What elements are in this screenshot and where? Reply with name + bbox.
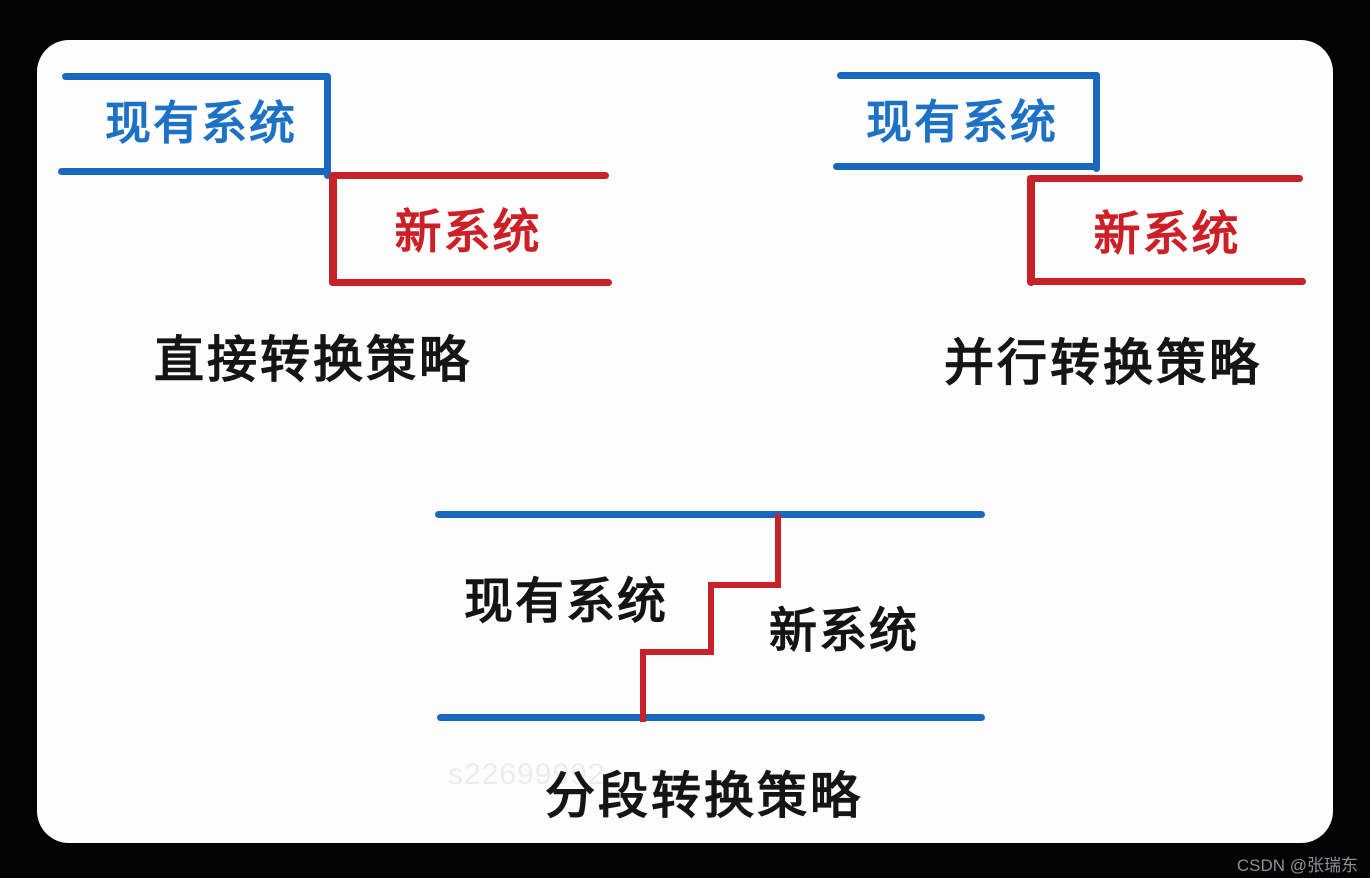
parallel-new-label: 新系统: [1093, 207, 1241, 260]
csdn-watermark: CSDN @张瑞东: [1236, 856, 1358, 875]
parallel-new-left-line: [1027, 176, 1035, 286]
direct-existing-label: 现有系统: [105, 97, 297, 149]
phased-bottom-timeline: [437, 714, 985, 721]
parallel-new-top-line: [1027, 175, 1303, 182]
direct-new-left-line: [329, 174, 337, 286]
parallel-existing-right-line: [1093, 72, 1100, 172]
direct-existing-bottom-line: [58, 168, 330, 175]
parallel-new-bottom-line: [1027, 278, 1306, 285]
parallel-existing-label: 现有系统: [866, 96, 1058, 148]
direct-existing-top-line: [62, 73, 330, 80]
phased-title: 分段转换策略: [545, 768, 863, 824]
faint-watermark: s22699992: [448, 758, 606, 791]
phased-top-timeline: [435, 511, 985, 518]
phased-staircase-line: [640, 514, 781, 722]
direct-new-bottom-line: [329, 279, 612, 286]
parallel-title: 并行转换策略: [944, 335, 1262, 391]
phased-new-label: 新系统: [768, 605, 919, 658]
parallel-existing-bottom-line: [833, 163, 1100, 170]
direct-new-label: 新系统: [394, 205, 542, 258]
direct-title: 直接转换策略: [154, 332, 472, 388]
phased-existing-label: 现有系统: [463, 575, 668, 629]
direct-existing-right-line: [324, 73, 331, 179]
direct-new-top-line: [329, 172, 609, 179]
parallel-existing-top-line: [837, 72, 1100, 79]
